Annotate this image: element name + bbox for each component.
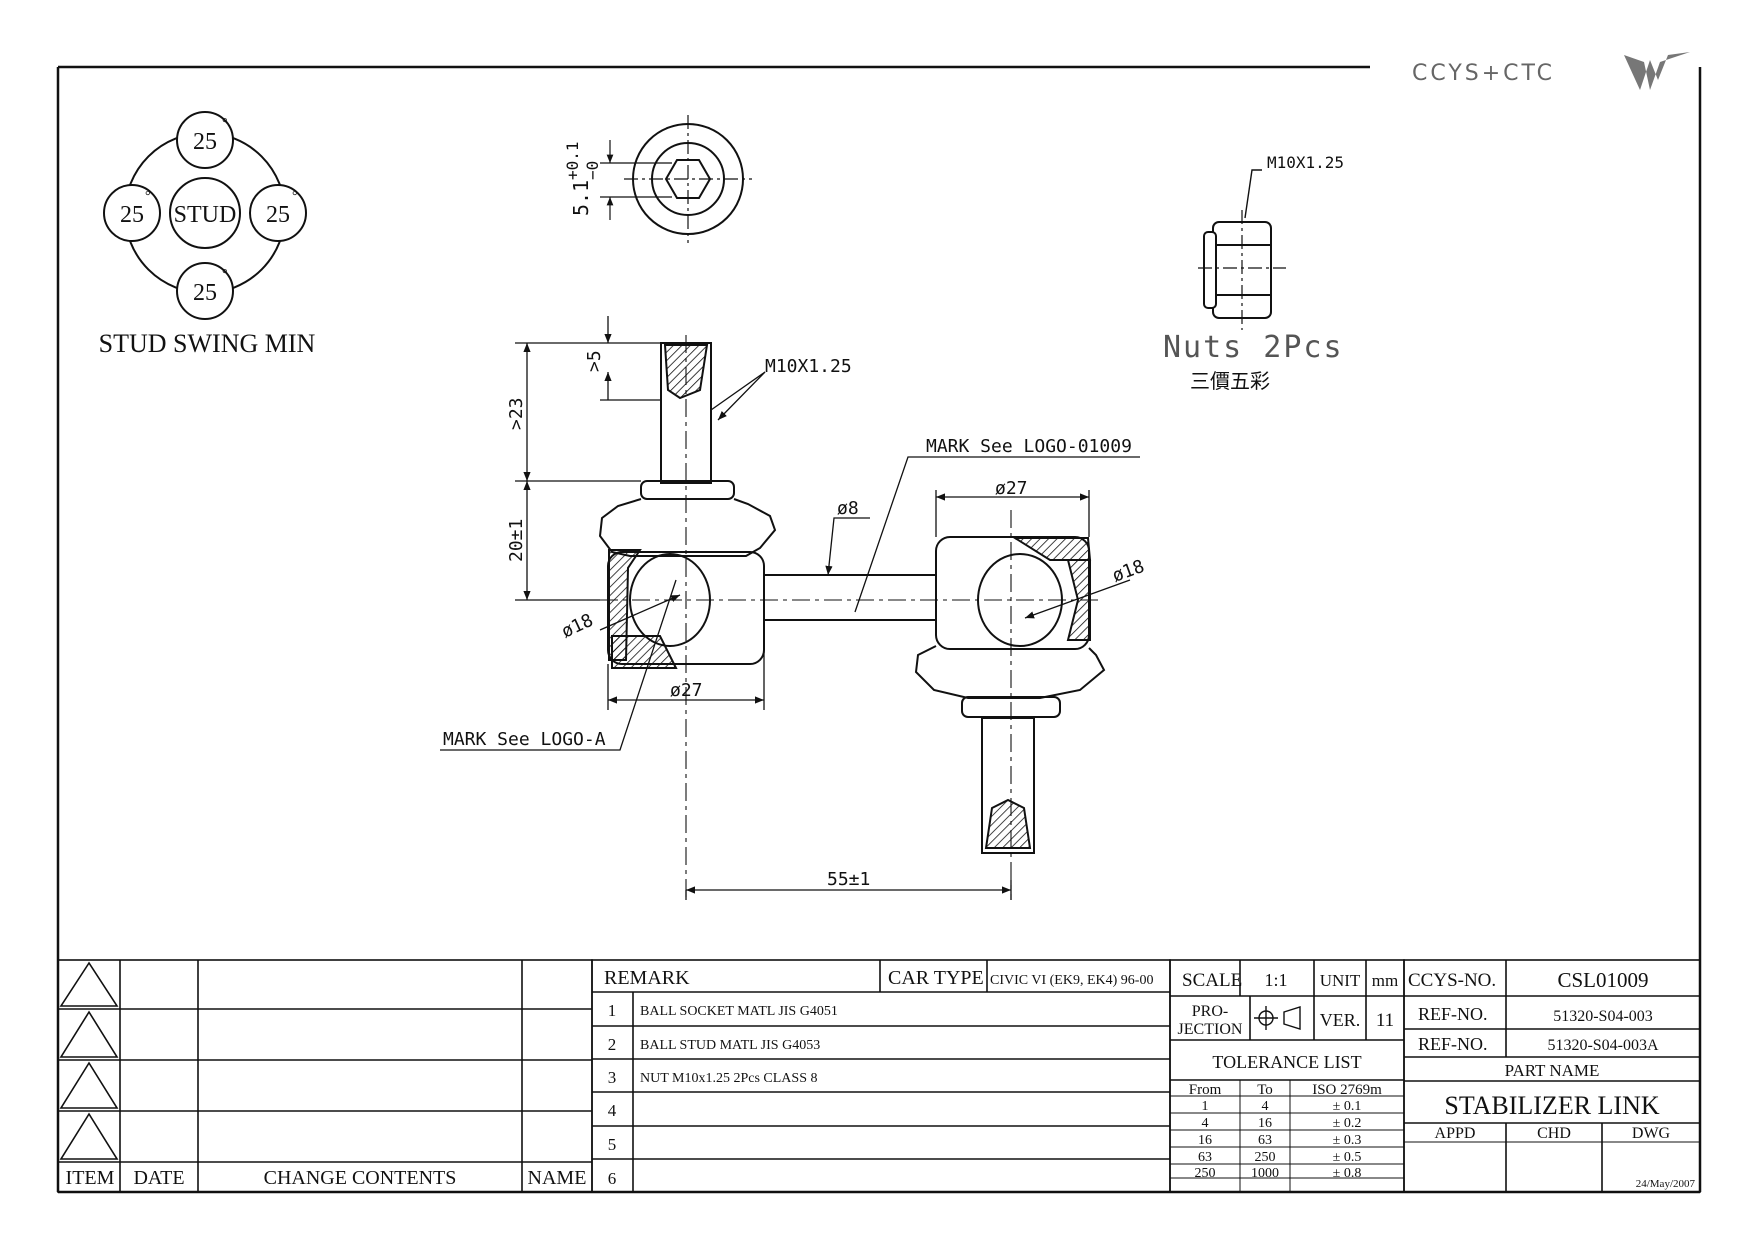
car-type-value: CIVIC VI (EK9, EK4) 96-00 [990, 973, 1153, 988]
drawing-date: 24/May/2007 [1636, 1178, 1696, 1190]
tolerance-title: TOLERANCE LIST [1212, 1052, 1361, 1072]
dim-phi27-right: ø27 [995, 478, 1028, 499]
dim-phi18-left: ø18 [558, 610, 596, 643]
swing-caption: STUD SWING MIN [99, 329, 316, 358]
scale-label: SCALE [1182, 970, 1242, 991]
tol-header-to: To [1257, 1082, 1273, 1098]
dim-hex-tol-plus: +0.1 [563, 141, 582, 180]
tol-from: 1 [1202, 1099, 1209, 1114]
angle-top: 25 [193, 129, 217, 155]
nuts-subtitle: 三價五彩 [1190, 369, 1270, 393]
tol-to: 63 [1258, 1133, 1272, 1148]
appd-label: APPD [1435, 1125, 1476, 1142]
dim-hex-width: 5.1 [569, 180, 593, 216]
degree-top: ° [222, 116, 228, 131]
stud-swing-diagram [103, 111, 307, 320]
dim-55: 55±1 [827, 869, 870, 890]
mark-logo-a: MARK See LOGO-A [443, 729, 606, 750]
remark-text: BALL STUD MATL JIS G4053 [640, 1038, 820, 1053]
tol-to: 250 [1255, 1150, 1276, 1165]
tol-to: 4 [1262, 1099, 1269, 1114]
rev-header-date: DATE [133, 1167, 184, 1189]
nut-view [1198, 169, 1286, 330]
dwg-label: DWG [1632, 1125, 1671, 1142]
remark-text: BALL SOCKET MATL JIS G4051 [640, 1004, 838, 1019]
title-block [1403, 959, 1701, 1193]
rev-header-name: NAME [528, 1167, 587, 1189]
tol-to: 16 [1258, 1116, 1272, 1131]
remark-num: 2 [608, 1035, 617, 1054]
nuts-title: Nuts 2Pcs [1163, 330, 1344, 365]
tol-value: ± 0.5 [1333, 1150, 1362, 1165]
remark-num: 4 [608, 1101, 617, 1120]
mark-logo-01009: MARK See LOGO-01009 [926, 436, 1132, 457]
tol-from: 4 [1202, 1116, 1209, 1131]
remark-num: 5 [608, 1135, 617, 1154]
tol-from: 250 [1195, 1166, 1216, 1181]
hex-socket-view [600, 115, 752, 243]
remark-header: REMARK [604, 967, 690, 989]
ver-value: 11 [1376, 1010, 1394, 1031]
rev-header-item: ITEM [66, 1167, 115, 1189]
tol-to: 1000 [1251, 1166, 1279, 1181]
angle-right: 25 [266, 202, 290, 228]
degree-left: ° [145, 189, 151, 204]
remark-num: 1 [608, 1001, 617, 1020]
dim-phi18-right: ø18 [1110, 556, 1148, 587]
tol-from: 63 [1198, 1150, 1212, 1165]
part-name-label: PART NAME [1505, 1061, 1600, 1080]
logo-mark-icon [1624, 52, 1690, 90]
ccys-no-label: CCYS-NO. [1408, 970, 1496, 991]
projection-label-2: JECTION [1178, 1021, 1243, 1038]
ref-no-value-1: 51320-S04-003 [1553, 1008, 1653, 1025]
tol-header-from: From [1189, 1082, 1222, 1098]
degree-bottom: ° [222, 267, 228, 282]
scale-value: 1:1 [1264, 970, 1287, 990]
tol-value: ± 0.1 [1333, 1099, 1362, 1114]
stud-label: STUD [174, 202, 237, 228]
unit-value: mm [1372, 971, 1398, 990]
projection-label-1: PRO- [1192, 1003, 1228, 1020]
dim-min-23: >23 [506, 397, 527, 430]
remark-num: 3 [608, 1068, 617, 1087]
svg-text:CCYS+CTC: CCYS+CTC [1412, 61, 1555, 86]
dim-20: 20±1 [506, 519, 527, 562]
nut-thread-label: M10X1.25 [1267, 153, 1344, 172]
ref-no-label-1: REF-NO. [1418, 1004, 1488, 1024]
ccys-no-value: CSL01009 [1557, 968, 1648, 992]
part-name-value: STABILIZER LINK [1444, 1091, 1659, 1120]
dim-thread-top: M10X1.25 [765, 356, 852, 377]
remark-text: NUT M10x1.25 2Pcs CLASS 8 [640, 1071, 818, 1086]
dim-hex-tol-minus: −0 [583, 161, 602, 180]
degree-right: ° [292, 189, 298, 204]
ver-label: VER. [1320, 1010, 1361, 1030]
tol-value: ± 0.8 [1333, 1166, 1362, 1181]
tol-value: ± 0.2 [1333, 1116, 1362, 1131]
projection-symbol-icon [1254, 1006, 1301, 1030]
ref-no-value-2: 51320-S04-003A [1547, 1037, 1659, 1054]
tol-from: 16 [1198, 1133, 1212, 1148]
spec-table [1169, 959, 1405, 1193]
angle-left: 25 [120, 202, 144, 228]
angle-bottom: 25 [193, 280, 217, 306]
dim-min-5: >5 [584, 350, 605, 372]
stabilizer-link-drawing [598, 335, 1106, 900]
tol-value: ± 0.3 [1333, 1133, 1362, 1148]
remark-num: 6 [608, 1169, 617, 1188]
tol-header-iso: ISO 2769m [1312, 1082, 1382, 1098]
car-type-label: CAR TYPE [888, 967, 984, 989]
rev-header-change: CHANGE CONTENTS [264, 1167, 457, 1189]
ref-no-label-2: REF-NO. [1418, 1034, 1488, 1054]
dim-phi8: ø8 [837, 498, 859, 519]
dim-phi27-left: ø27 [670, 680, 703, 701]
revision-table [57, 959, 593, 1193]
chd-label: CHD [1537, 1125, 1571, 1142]
company-logo: CCYS+CTC [1412, 52, 1690, 90]
dimension-lines [440, 316, 1140, 900]
unit-label: UNIT [1320, 971, 1361, 990]
